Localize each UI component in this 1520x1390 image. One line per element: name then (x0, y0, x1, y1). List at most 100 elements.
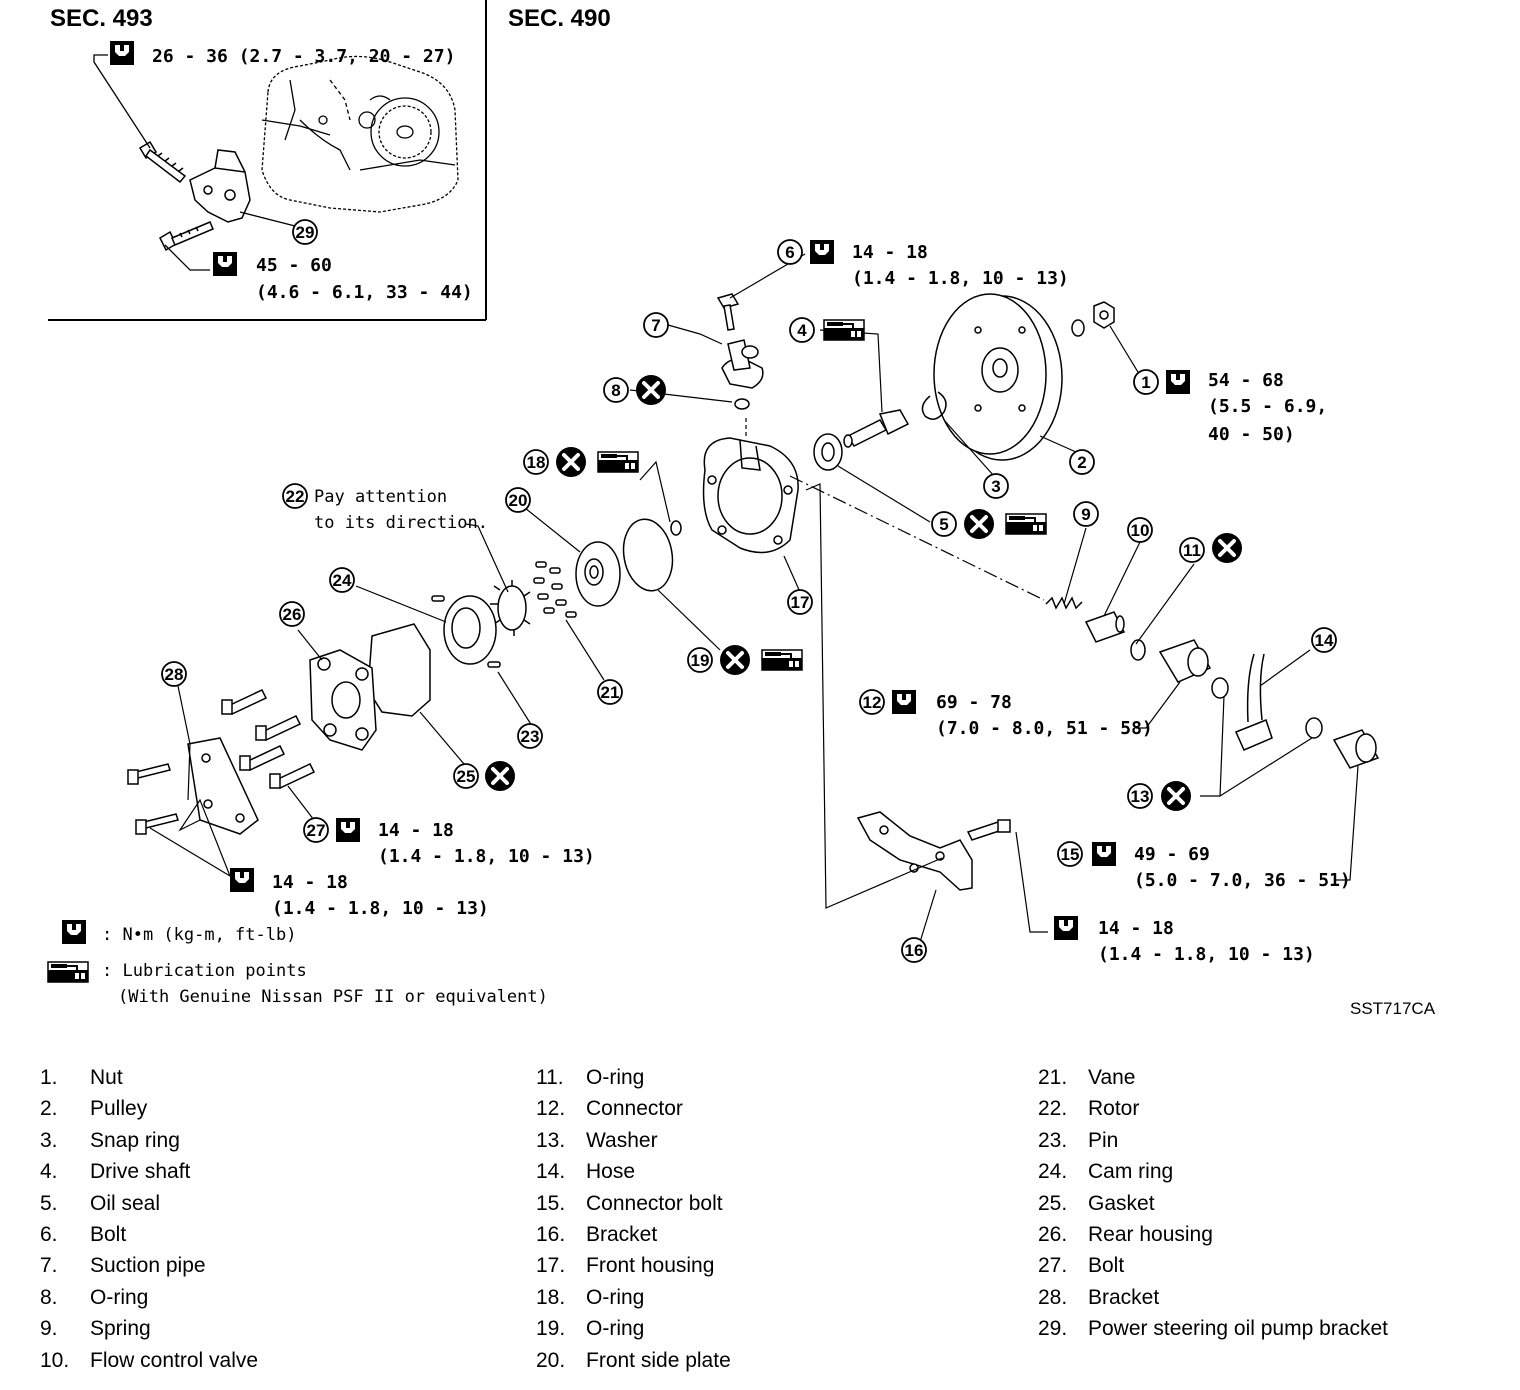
parts-list-item: 5.Oil seal (40, 1188, 536, 1219)
svg-text:11: 11 (1183, 541, 1201, 560)
part-number: 18. (536, 1285, 566, 1309)
part-number: 21. (1038, 1066, 1068, 1089)
svg-text:14: 14 (1315, 631, 1334, 650)
part-number: 23. (1038, 1128, 1068, 1152)
part-name: O-ring (90, 1285, 149, 1309)
pin-23 (487, 661, 501, 668)
o-ring-19 (622, 518, 674, 592)
callout-17: 17 (787, 589, 813, 615)
part-name: Bracket (1088, 1285, 1160, 1309)
part-name: Washer (586, 1128, 658, 1152)
parts-list-item: 14.Hose (536, 1156, 1038, 1187)
callout-10: 10 (1127, 517, 1153, 543)
spec-part-27-2: (1.4 - 1.8, 10 - 13) (378, 846, 595, 867)
part-number: 27. (1038, 1254, 1068, 1278)
suction-pipe-7 (721, 339, 764, 389)
part-number: 22. (1038, 1097, 1068, 1121)
callout-6: 6 (777, 239, 803, 265)
part-number: 20. (536, 1348, 566, 1372)
svg-text:1: 1 (1141, 373, 1150, 392)
pulley-2 (933, 293, 1063, 461)
part-number: 4. (40, 1160, 58, 1184)
parts-list-item: 28.Bracket (1038, 1282, 1498, 1313)
bolts-28 (127, 763, 179, 835)
sec-493-title: SEC. 493 (50, 5, 153, 32)
part-number: 24. (1038, 1160, 1068, 1184)
part-name: Front side plate (586, 1348, 731, 1372)
callout-23: 23 (517, 723, 543, 749)
part-number: 10. (40, 1348, 70, 1372)
part-name: Drive shaft (90, 1160, 191, 1184)
parts-list-item: 6.Bolt (40, 1219, 536, 1250)
callout-13: 13 (1127, 783, 1153, 809)
parts-list-item: 29.Power steering oil pump bracket (1038, 1313, 1498, 1344)
spec-part-28-2: (1.4 - 1.8, 10 - 13) (272, 898, 489, 919)
pin-24b (431, 595, 445, 602)
svg-text:29: 29 (296, 223, 315, 242)
spec-part-12-1: 69 - 78 (936, 692, 1012, 713)
part-number: 9. (40, 1317, 58, 1341)
svg-text:15: 15 (1061, 845, 1080, 864)
bracket-16 (856, 811, 1011, 891)
part-name: O-ring (586, 1066, 645, 1089)
parts-list-item: 12.Connector (536, 1093, 1038, 1124)
parts-list-item: 27.Bolt (1038, 1250, 1498, 1281)
leader-lines (149, 253, 1359, 943)
callout-27: 27 (303, 817, 329, 843)
sec-493-inset: SEC. 493 (48, 0, 487, 321)
part-number: 25. (1038, 1191, 1068, 1215)
part-number: 12. (536, 1097, 566, 1121)
svg-text:13: 13 (1131, 787, 1150, 806)
callout-28: 28 (161, 661, 187, 687)
parts-list-item: 16.Bracket (536, 1219, 1038, 1250)
part-number: 29. (1038, 1317, 1068, 1341)
svg-text:27: 27 (307, 821, 326, 840)
bolt-493-lower (159, 221, 214, 252)
spec-part-16-2: (1.4 - 1.8, 10 - 13) (1098, 944, 1315, 965)
callout-16: 16 (901, 937, 927, 963)
part-number: 8. (40, 1285, 58, 1309)
connector-12 (1158, 639, 1212, 683)
callout-9: 9 (1073, 501, 1099, 527)
part-name: Gasket (1088, 1191, 1155, 1215)
callout-25: 25 (453, 763, 479, 789)
part-name: Pulley (90, 1097, 148, 1121)
svg-text:24: 24 (333, 571, 352, 590)
callout-7: 7 (643, 312, 669, 338)
spec-part-1-1: 54 - 68 (1208, 370, 1284, 391)
drive-shaft-4 (843, 409, 910, 448)
part-number: 19. (536, 1317, 566, 1341)
spec-sec493-upper: 26 - 36 (2.7 - 3.7, 20 - 27) (152, 46, 455, 67)
part-number: 16. (536, 1222, 566, 1246)
gasket-25 (367, 623, 431, 717)
bolts-27 (221, 689, 316, 789)
part-name: Front housing (586, 1254, 715, 1278)
part-name: Spring (90, 1317, 151, 1341)
callout-2: 2 (1069, 449, 1095, 475)
parts-list-item: 15.Connector bolt (536, 1188, 1038, 1219)
spec-part-15-2: (5.0 - 7.0, 36 - 51) (1134, 870, 1351, 891)
svg-text:3: 3 (991, 477, 1000, 496)
parts-list-item: 4. Drive shaft (40, 1156, 536, 1187)
part-name: Hose (586, 1160, 636, 1184)
part-number: 13. (536, 1128, 566, 1152)
callout-21: 21 (597, 679, 623, 705)
svg-text:25: 25 (457, 767, 476, 786)
svg-text:12: 12 (863, 693, 882, 712)
part-name: Nut (90, 1066, 123, 1089)
part-name: Rotor (1088, 1097, 1140, 1121)
svg-text:16: 16 (905, 941, 924, 960)
svg-text:17: 17 (791, 593, 810, 612)
engine-block-sketch (261, 55, 459, 213)
part-name: Snap ring (90, 1128, 180, 1152)
cam-ring-24 (443, 595, 497, 665)
part-number: 26. (1038, 1222, 1068, 1246)
parts-list-item: 7.Suction pipe (40, 1250, 536, 1281)
spec-part-1-3: 40 - 50) (1208, 424, 1295, 445)
svg-text:2: 2 (1077, 453, 1086, 472)
callout-12: 12 (859, 689, 885, 715)
note-rotor-direction-2: to its direction. (314, 513, 488, 533)
parts-list-item: 23.Pin (1038, 1125, 1498, 1156)
